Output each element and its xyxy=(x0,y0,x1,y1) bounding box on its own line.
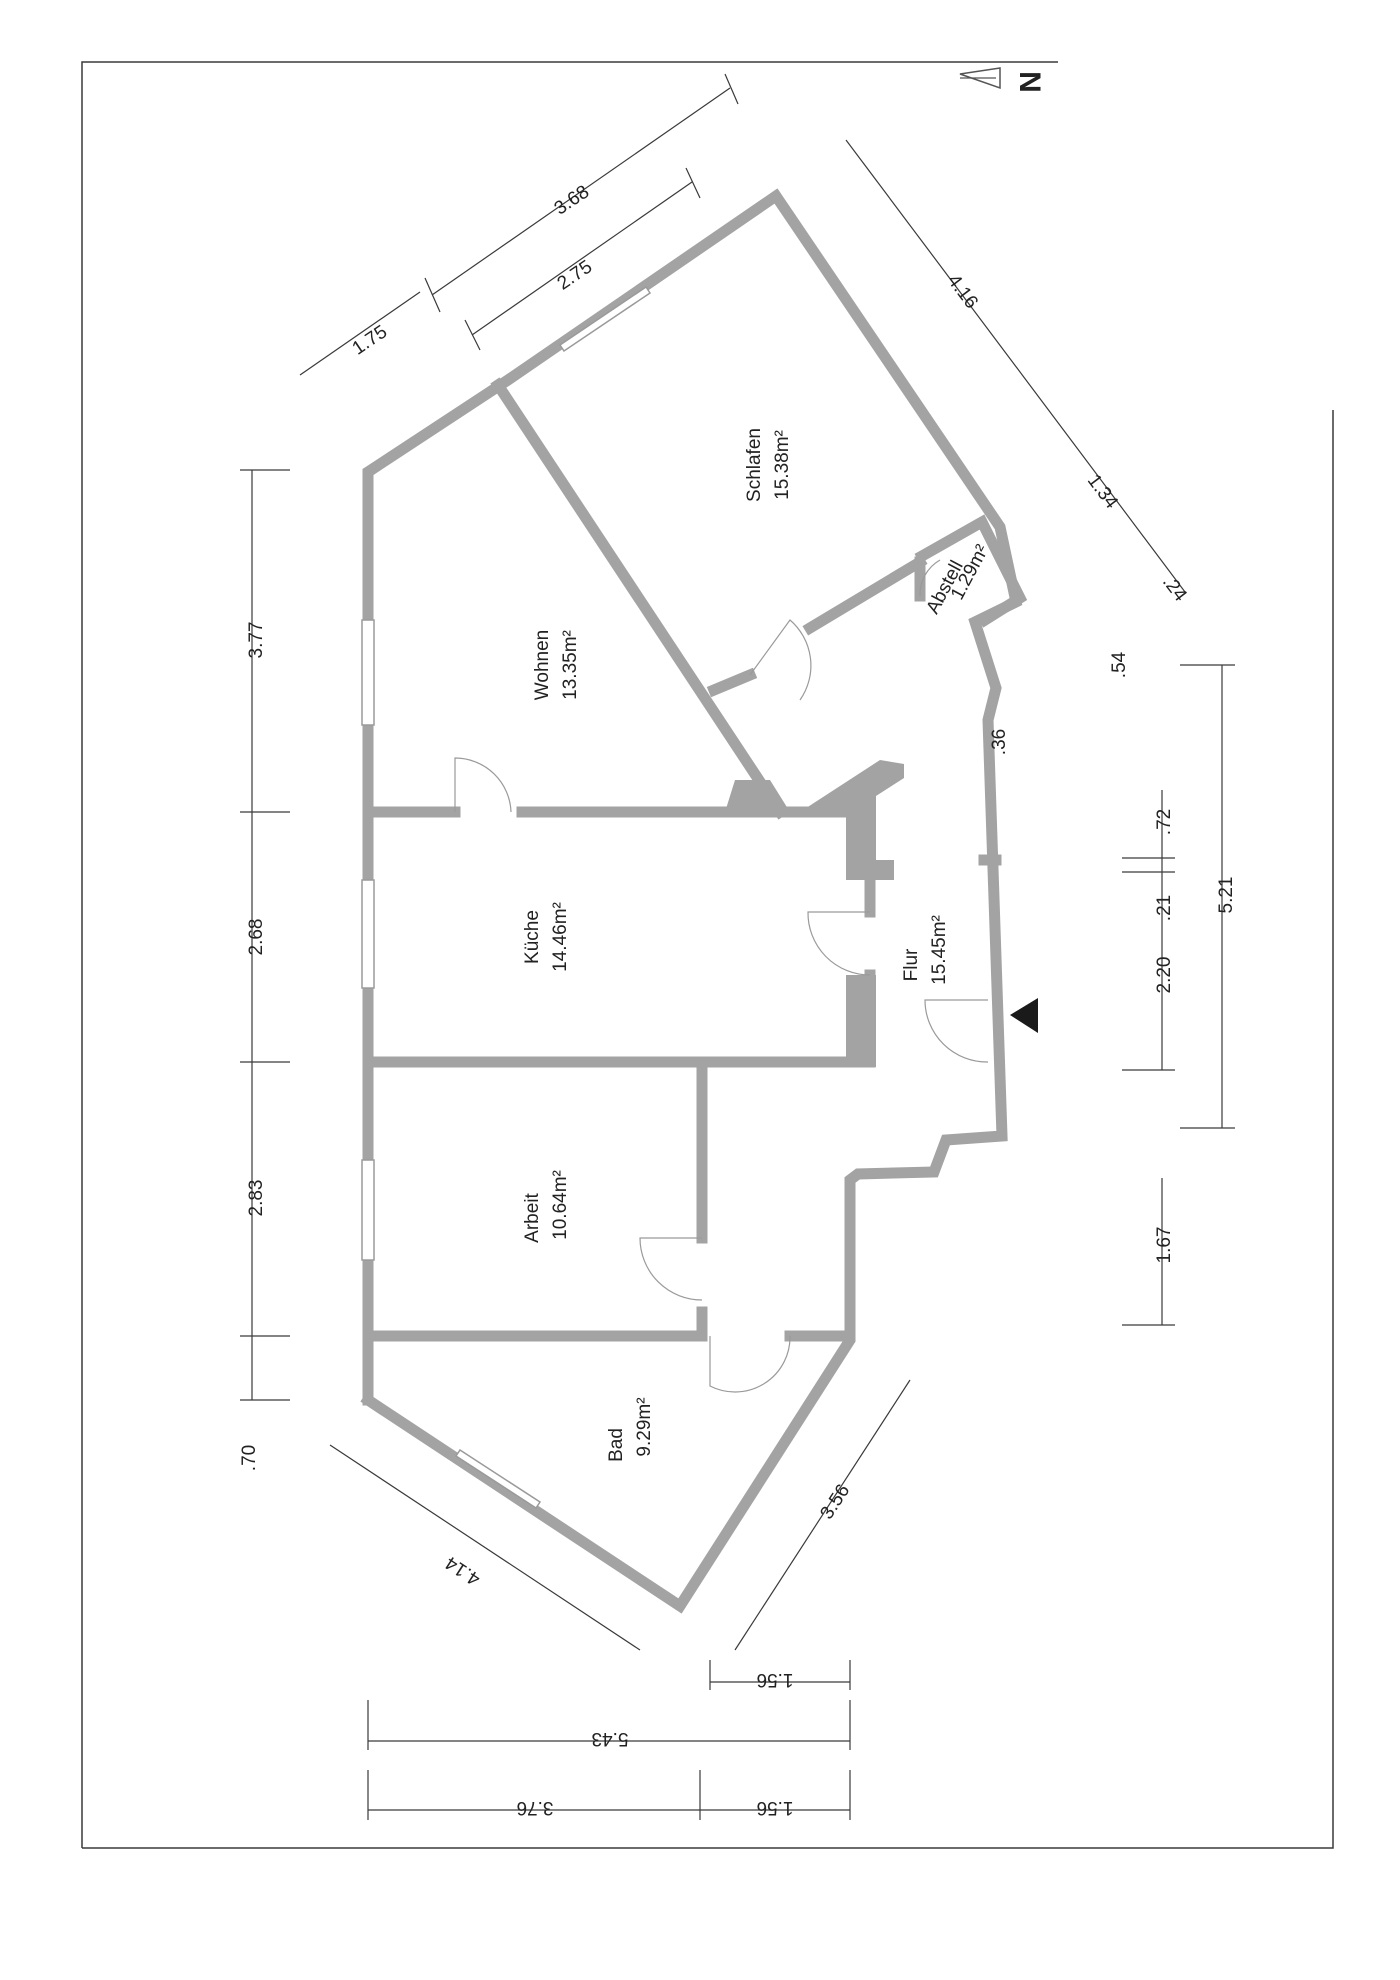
room-area-arbeit: 10.64m² xyxy=(550,1170,571,1240)
dimension-lines xyxy=(240,73,1235,1820)
dim-left-wohnen: 3.77 xyxy=(246,622,267,659)
door-bad xyxy=(709,1335,791,1393)
door-arbeit xyxy=(639,1237,703,1301)
room-area-wohnen: 13.35m² xyxy=(560,630,581,700)
dim-flur-jog: .36 xyxy=(989,729,1010,755)
window-schlafen xyxy=(558,285,652,353)
windows xyxy=(361,285,652,1510)
room-area-bad: 9.29m² xyxy=(634,1397,655,1456)
dim-bad-right: 3.56 xyxy=(817,1481,855,1523)
north-arrow-icon: N xyxy=(959,67,1046,93)
dim-top-window: 2.75 xyxy=(554,256,596,294)
outer-wall xyxy=(360,188,1023,1614)
walls xyxy=(360,188,1028,1614)
dim-right-small-1: 1.34 xyxy=(1083,471,1122,514)
dim-bad-left: 4.14 xyxy=(441,1552,484,1590)
room-area-schlafen: 15.38m² xyxy=(772,430,793,500)
doors xyxy=(454,559,989,1393)
window-bad xyxy=(454,1448,542,1510)
door-abstell xyxy=(919,559,941,597)
wall-block-kueche-lower xyxy=(846,975,876,1067)
wall-blocks xyxy=(725,760,904,1067)
room-name-arbeit: Arbeit xyxy=(522,1192,543,1242)
room-name-flur: Flur xyxy=(901,948,922,981)
wall-block-kueche-column xyxy=(846,812,876,880)
window-wohnen xyxy=(361,619,375,726)
dim-bottom-right: 1.56 xyxy=(757,1797,794,1818)
dim-right-small-3: .54 xyxy=(1109,651,1130,678)
dim-right-a: .72 xyxy=(1154,809,1175,835)
room-name-schlafen: Schlafen xyxy=(744,428,765,502)
dim-right-lower: 1.67 xyxy=(1154,1227,1175,1264)
wall-block-corner xyxy=(725,780,790,812)
wall-block-kueche-nub xyxy=(876,860,894,880)
dim-bottom-left: 3.76 xyxy=(517,1797,554,1818)
room-name-kueche: Küche xyxy=(522,910,543,964)
entrance-arrow-icon xyxy=(1010,998,1038,1033)
dim-bottom-1: 1.56 xyxy=(757,1669,794,1690)
wall-schlafen-flur-left xyxy=(706,667,758,698)
dim-right-small-2: .24 xyxy=(1158,572,1191,606)
wall-abstell xyxy=(914,514,1028,628)
window-arbeit xyxy=(361,1159,375,1261)
room-area-flur: 15.45m² xyxy=(929,915,950,985)
window-kueche xyxy=(361,879,375,989)
dim-left-kueche: 2.68 xyxy=(246,919,267,956)
dim-left-arbeit: 2.83 xyxy=(246,1180,267,1217)
dim-right-b: .21 xyxy=(1154,895,1175,921)
dim-left-bad: .70 xyxy=(239,1445,260,1471)
room-name-bad: Bad xyxy=(606,1428,627,1462)
door-schlafen xyxy=(749,619,812,701)
page-frame xyxy=(81,61,1334,1849)
north-label: N xyxy=(1013,71,1046,93)
dim-top-left: 1.75 xyxy=(349,321,391,359)
dim-right-c: 2.20 xyxy=(1154,957,1175,994)
wall-schlafen-flur-right xyxy=(802,554,928,636)
door-kueche xyxy=(807,911,871,976)
wall-block-chimney xyxy=(800,760,904,812)
door-wohnen xyxy=(454,757,512,813)
wall-schlafen-wohnen xyxy=(490,377,788,820)
dim-bottom-overall: 5.43 xyxy=(592,1728,629,1749)
room-area-kueche: 14.46m² xyxy=(550,902,571,972)
dim-right-total: 5.21 xyxy=(1216,877,1237,914)
room-name-wohnen: Wohnen xyxy=(532,630,553,700)
dimension-labels: 3.68 2.75 1.75 4.16 1.34 .24 .54 .36 3.7… xyxy=(239,181,1237,1818)
door-flur-entry xyxy=(924,999,989,1063)
